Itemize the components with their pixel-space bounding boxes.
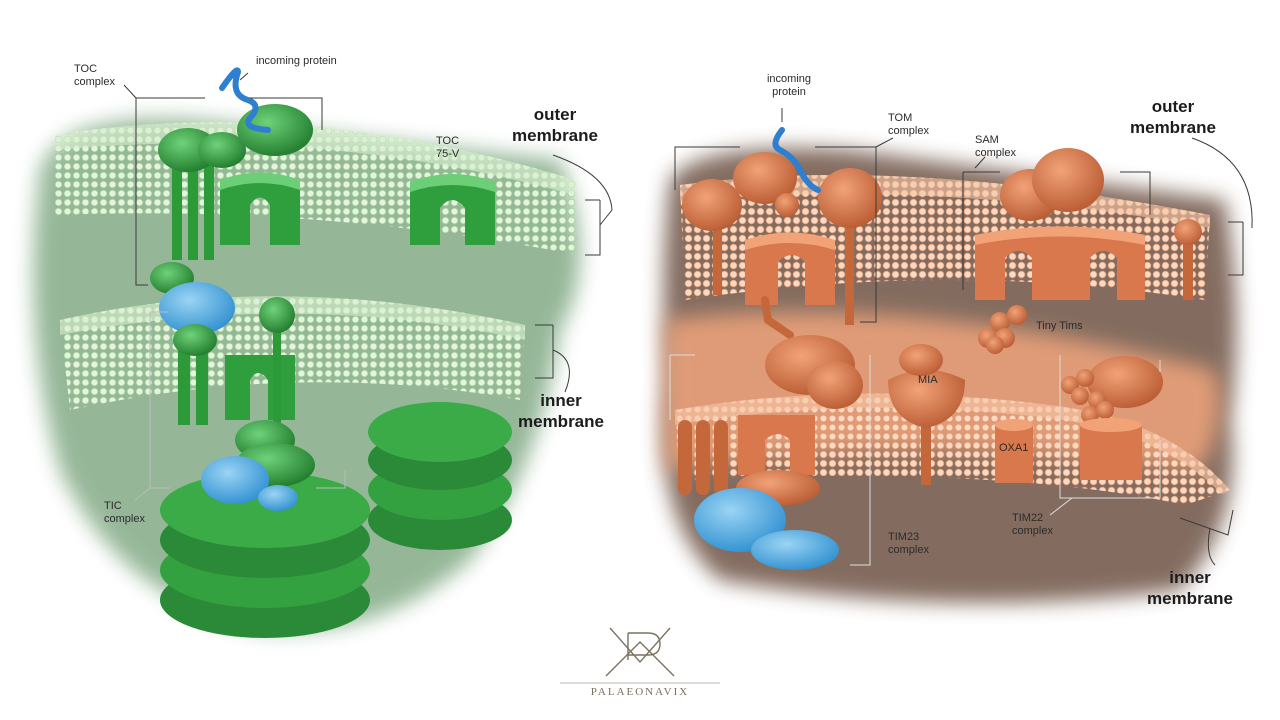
oxa1-protein [995,419,1033,483]
tim22-complex [1061,356,1163,480]
tim23-complex-label: TIM23 complex [888,531,929,556]
toc75v-label: TOC 75-V [436,135,460,160]
outer-membrane-label-chloroplast: outer membrane [512,105,598,145]
bracket-lines [674,108,1253,566]
logo-text: PALAEONAVIX [590,686,690,698]
mitochondrion-panel [662,108,1253,603]
mia-protein [888,344,965,485]
tiny-tims-label: Tiny Tims [1036,320,1083,332]
toc-complex [158,104,313,260]
tic-complex [150,262,315,511]
inner-membrane-label-mito: inner membrane [1147,568,1233,608]
palaeonavix-logo-icon [560,627,720,684]
sam-complex [975,148,1202,300]
chloroplast-panel [33,67,613,638]
tim23-complex [678,335,863,570]
toc75v-channel [410,174,495,245]
protein-ribbon-icon [772,127,821,193]
mia-label: MIA [918,374,938,386]
protein-ribbon-icon [219,67,271,133]
tiny-tims [978,305,1027,354]
bracket-lines [123,72,613,393]
incoming-protein-label-mito: incoming protein [766,73,812,98]
oxa1-label: OXA1 [999,442,1029,454]
incoming-protein-label-chloroplast: incoming protein [256,55,337,67]
tim22-complex-label: TIM22 complex [1012,512,1053,537]
tic-complex-label: TIC complex [104,500,145,525]
outer-membrane-label-mito: outer membrane [1130,97,1216,137]
tom-complex-label: TOM complex [888,112,929,137]
thylakoid-stack [160,402,512,638]
sam-complex-label: SAM complex [975,134,1016,159]
tom-complex [682,152,882,339]
toc-complex-label: TOC complex [74,63,115,88]
inner-membrane-label-chloroplast: inner membrane [518,391,604,431]
